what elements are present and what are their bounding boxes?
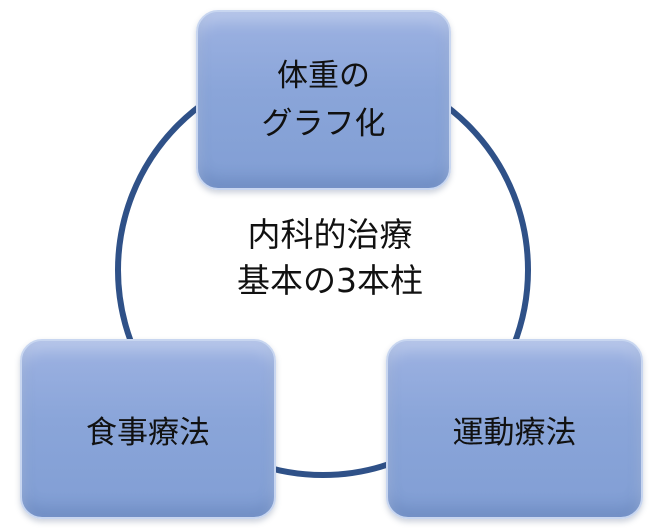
node-exercise-therapy: 運動療法 (386, 339, 643, 519)
center-title-line-2: 基本の3本柱 (237, 261, 423, 300)
center-title: 内科的治療 基本の3本柱 (180, 212, 480, 304)
node-weight-graph-line-2: グラフ化 (261, 106, 386, 142)
node-weight-graph-line-1: 体重の (277, 58, 370, 94)
node-diet-therapy-label: 食事療法 (86, 414, 210, 451)
node-weight-graph: 体重の グラフ化 (196, 10, 451, 190)
node-diet-therapy: 食事療法 (20, 339, 276, 519)
node-exercise-therapy-label: 運動療法 (452, 414, 577, 451)
center-title-line-1: 内科的治療 (247, 215, 413, 254)
